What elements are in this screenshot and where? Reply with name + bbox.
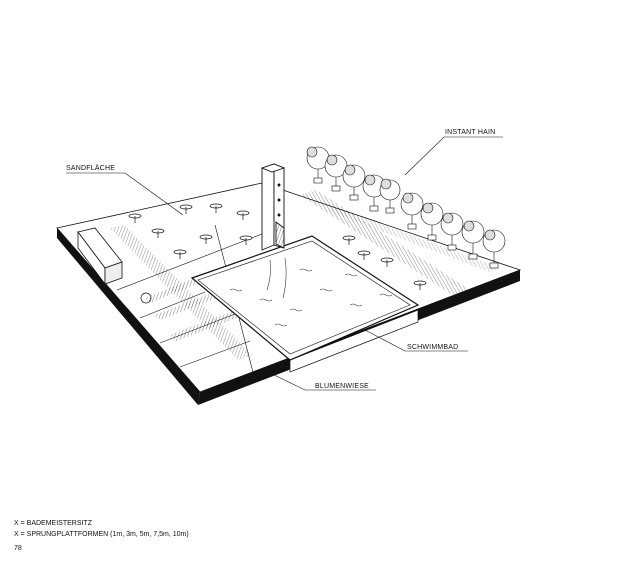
label-blumenwiese: BLUMENWIESE bbox=[315, 383, 369, 390]
swimming-pool bbox=[190, 235, 420, 361]
parasols bbox=[128, 203, 427, 290]
label-schwimmbad: SCHWIMMBAD bbox=[407, 344, 459, 351]
legend-line-platforms: X = SPRUNGPLATTFORMEN (1m, 3m, 5m, 7,5m,… bbox=[14, 531, 189, 538]
diving-tower bbox=[260, 163, 286, 251]
lifeguard-seat bbox=[77, 227, 123, 286]
instant-grove-trees bbox=[306, 146, 506, 269]
label-sandflaeche: SANDFLÄCHE bbox=[66, 165, 116, 172]
circle-symbol bbox=[140, 292, 152, 304]
label-instant-hain: INSTANT HAIN bbox=[445, 129, 496, 136]
leader-lines bbox=[66, 136, 503, 391]
legend-line-lifeguard: X = BADEMEISTERSITZ bbox=[14, 520, 92, 527]
page-number: 78 bbox=[14, 545, 22, 552]
